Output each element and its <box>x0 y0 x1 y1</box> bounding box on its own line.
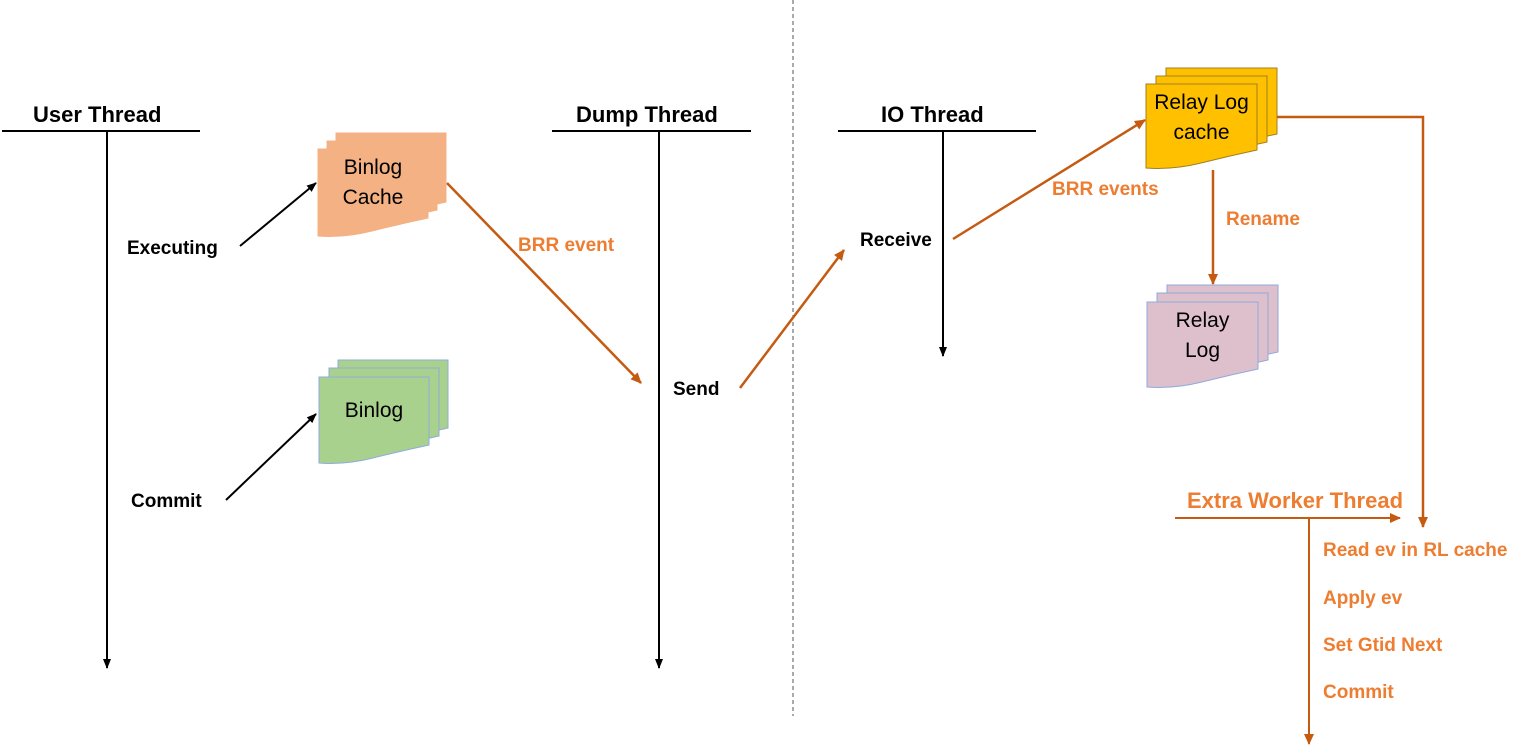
relay-log-label: Relay Log <box>1147 306 1258 366</box>
worker-step-set-gtid: Set Gtid Next <box>1323 635 1443 656</box>
extra-worker-thread-title: Extra Worker Thread <box>1187 488 1404 513</box>
binlog-label: Binlog <box>319 396 429 426</box>
relay-log-cache-to-worker-arrow <box>1277 115 1428 528</box>
dump-thread-title: Dump Thread <box>576 102 718 127</box>
user-thread-timeline <box>2 130 200 669</box>
relay-log-label-line1: Relay <box>1175 309 1230 332</box>
rename-label: Rename <box>1226 209 1300 230</box>
relay-log-cache-label: Relay Log cache <box>1146 88 1257 148</box>
dump-thread-timeline <box>552 130 751 669</box>
commit-step-label: Commit <box>131 491 202 512</box>
relay-log-cache-doc <box>1145 67 1278 169</box>
binlog-doc <box>318 359 449 464</box>
binlog-cache-label: Binlog Cache <box>318 153 428 213</box>
binlog-label-line1: Binlog <box>344 399 404 422</box>
send-to-receive-arrow <box>739 249 845 389</box>
user-thread-title: User Thread <box>33 102 162 127</box>
send-step-label: Send <box>673 379 720 400</box>
worker-step-commit: Commit <box>1323 682 1394 703</box>
extra-worker-thread-timeline <box>1175 513 1401 745</box>
executing-step-label: Executing <box>127 238 218 259</box>
executing-to-binlog-cache-arrow <box>239 182 317 247</box>
brr-event-label: BRR event <box>518 235 615 256</box>
commit-to-binlog-arrow <box>225 413 317 501</box>
relay-log-doc <box>1146 284 1279 388</box>
brr-events-arrow <box>952 118 1146 241</box>
relay-log-cache-label-line2: cache <box>1173 121 1230 144</box>
binlog-cache-label-line1: Binlog <box>343 156 403 179</box>
relay-log-label-line2: Log <box>1184 339 1221 362</box>
brr-event-arrow <box>446 182 642 384</box>
relay-log-cache-label-line1: Relay Log <box>1154 91 1249 114</box>
binlog-cache-doc <box>317 132 447 237</box>
brr-events-label: BRR events <box>1052 179 1159 200</box>
worker-step-read: Read ev in RL cache <box>1323 540 1508 561</box>
binlog-cache-label-line2: Cache <box>342 186 404 209</box>
receive-step-label: Receive <box>860 230 932 251</box>
io-thread-timeline <box>838 130 1036 357</box>
io-thread-title: IO Thread <box>881 102 984 127</box>
worker-step-apply: Apply ev <box>1323 588 1403 609</box>
